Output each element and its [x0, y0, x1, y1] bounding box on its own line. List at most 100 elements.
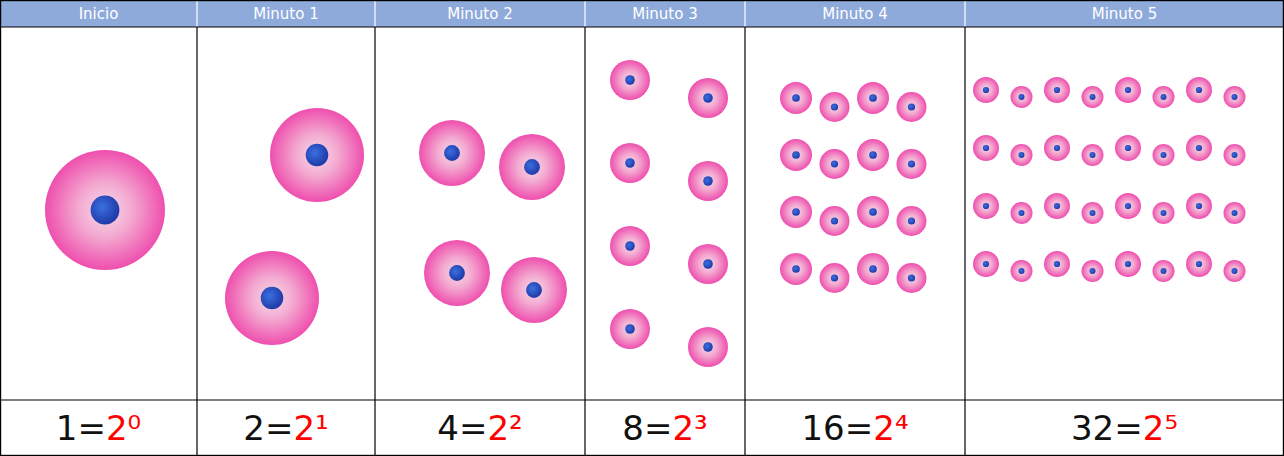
- power-part: 2⁰: [106, 408, 141, 448]
- cell-drawing: [501, 257, 567, 323]
- cell-drawing: [688, 161, 728, 201]
- cell-body: [820, 206, 850, 236]
- cell-body: [897, 263, 927, 293]
- cell-nucleus: [1090, 94, 1096, 100]
- cell-nucleus: [625, 241, 635, 251]
- cell-drawing: [1044, 77, 1070, 103]
- cell-body: [780, 253, 812, 285]
- cell-nucleus: [1019, 210, 1025, 216]
- column-line: [196, 27, 197, 456]
- cell-body: [610, 309, 650, 349]
- cell-nucleus: [1196, 87, 1202, 93]
- cell-nucleus: [983, 261, 989, 267]
- cell-body: [897, 92, 927, 122]
- cell-drawing: [1186, 193, 1212, 219]
- cell-nucleus: [1125, 261, 1131, 267]
- cell-body: [1115, 77, 1141, 103]
- column-header: Inicio: [0, 0, 197, 27]
- cell-body: [1153, 260, 1175, 282]
- cell-nucleus: [1090, 268, 1096, 274]
- cell-nucleus: [703, 342, 713, 352]
- cell-drawing: [1011, 144, 1033, 166]
- column-line: [744, 27, 745, 456]
- cell-nucleus: [1232, 210, 1238, 216]
- cell-drawing: [610, 226, 650, 266]
- cell-drawing: [857, 82, 889, 114]
- cell-body: [897, 149, 927, 179]
- cell-body: [973, 251, 999, 277]
- cell-nucleus: [983, 145, 989, 151]
- cell-drawing: [780, 196, 812, 228]
- cell-body: [1186, 193, 1212, 219]
- cell-drawing: [1186, 77, 1212, 103]
- cell-nucleus: [1090, 210, 1096, 216]
- cell-drawing: [1153, 86, 1175, 108]
- cell-body: [1186, 135, 1212, 161]
- cell-drawing: [1224, 260, 1246, 282]
- cell-body: [1011, 86, 1033, 108]
- cell-body: [419, 120, 485, 186]
- power-part: 2²: [487, 408, 522, 448]
- cell-body: [270, 108, 364, 202]
- cell-nucleus: [869, 208, 877, 216]
- cell-nucleus: [1196, 203, 1202, 209]
- cell-drawing: [973, 77, 999, 103]
- number-part: 1=: [56, 408, 106, 448]
- cell-drawing: [897, 206, 927, 236]
- cell-drawing: [973, 193, 999, 219]
- column-header: Minuto 2: [375, 0, 585, 27]
- header-divider: [744, 0, 745, 27]
- power-equation: 16=2⁴: [745, 401, 965, 455]
- cell-drawing: [1186, 251, 1212, 277]
- cell-nucleus: [703, 259, 713, 269]
- cell-body: [688, 161, 728, 201]
- cell-drawing: [897, 92, 927, 122]
- cell-nucleus: [1125, 87, 1131, 93]
- cell-drawing: [1082, 202, 1104, 224]
- cell-body: [501, 257, 567, 323]
- cell-body: [1044, 251, 1070, 277]
- cell-drawing: [1044, 135, 1070, 161]
- cell-body: [1115, 193, 1141, 219]
- cell-body: [820, 149, 850, 179]
- cell-body: [1115, 135, 1141, 161]
- cell-body: [1011, 144, 1033, 166]
- cell-nucleus: [1125, 145, 1131, 151]
- cell-body: [1153, 144, 1175, 166]
- cell-drawing: [1011, 202, 1033, 224]
- cell-drawing: [1115, 251, 1141, 277]
- cell-drawing: [820, 263, 850, 293]
- cell-drawing: [1082, 86, 1104, 108]
- cell-nucleus: [1232, 268, 1238, 274]
- cell-nucleus: [1232, 94, 1238, 100]
- cell-body: [1186, 251, 1212, 277]
- cell-nucleus: [1161, 152, 1167, 158]
- cell-nucleus: [449, 265, 465, 281]
- cell-nucleus: [1161, 268, 1167, 274]
- cell-nucleus: [444, 145, 460, 161]
- cell-drawing: [820, 92, 850, 122]
- cell-drawing: [1044, 193, 1070, 219]
- cell-nucleus: [908, 103, 915, 110]
- cell-body: [857, 82, 889, 114]
- cell-nucleus: [524, 159, 540, 175]
- cell-drawing: [857, 196, 889, 228]
- cell-drawing: [897, 263, 927, 293]
- cell-drawing: [688, 244, 728, 284]
- cell-body: [688, 244, 728, 284]
- cell-body: [688, 327, 728, 367]
- cell-body: [1082, 86, 1104, 108]
- cell-nucleus: [908, 217, 915, 224]
- cell-nucleus: [792, 208, 800, 216]
- header-band: [0, 0, 1284, 27]
- number-part: 8=: [622, 408, 672, 448]
- cell-body: [973, 135, 999, 161]
- cell-nucleus: [1019, 94, 1025, 100]
- cell-drawing: [1115, 193, 1141, 219]
- cell-nucleus: [792, 265, 800, 273]
- cell-nucleus: [869, 94, 877, 102]
- cell-body: [225, 251, 319, 345]
- cell-drawing: [610, 143, 650, 183]
- cell-nucleus: [831, 274, 838, 281]
- cell-drawing: [1115, 135, 1141, 161]
